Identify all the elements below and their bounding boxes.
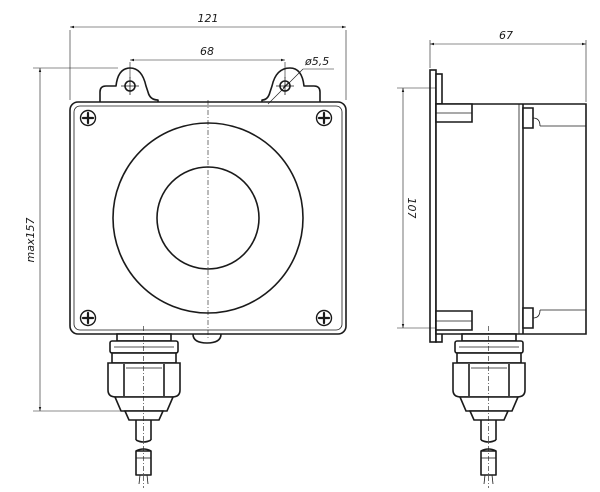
screw-head-icon (79, 109, 97, 127)
dimension-hole-diameter: ø5,5 (267, 55, 334, 105)
front-view (69, 67, 347, 488)
cable (135, 326, 152, 488)
dimension-width-total: 121 (69, 12, 347, 100)
dim-label-68: 68 (200, 45, 214, 58)
screw-head-icon (315, 309, 333, 327)
dimension-hole-spacing: 68 (129, 45, 286, 78)
side-view (429, 69, 587, 488)
dim-label-121: 121 (198, 12, 219, 25)
screw-head-icon (79, 309, 97, 327)
cable-gland-icon (107, 333, 181, 421)
dimension-body-height: 107 (397, 87, 436, 329)
left-mounting-lug (99, 67, 159, 103)
dimension-height-max: max157 (24, 67, 120, 412)
dim-label-hole: ø5,5 (304, 55, 329, 68)
screw-head-icon (315, 109, 333, 127)
dim-label-max157: max157 (24, 218, 37, 263)
side-body (435, 103, 587, 335)
cable (480, 326, 497, 488)
dimension-depth: 67 (429, 29, 587, 102)
mounting-plate (429, 69, 437, 343)
cable-gland-icon (452, 333, 526, 421)
right-mounting-lug (261, 67, 321, 103)
dim-label-67: 67 (499, 29, 513, 42)
dim-label-107: 107 (405, 198, 418, 219)
bottom-boss (192, 333, 222, 344)
